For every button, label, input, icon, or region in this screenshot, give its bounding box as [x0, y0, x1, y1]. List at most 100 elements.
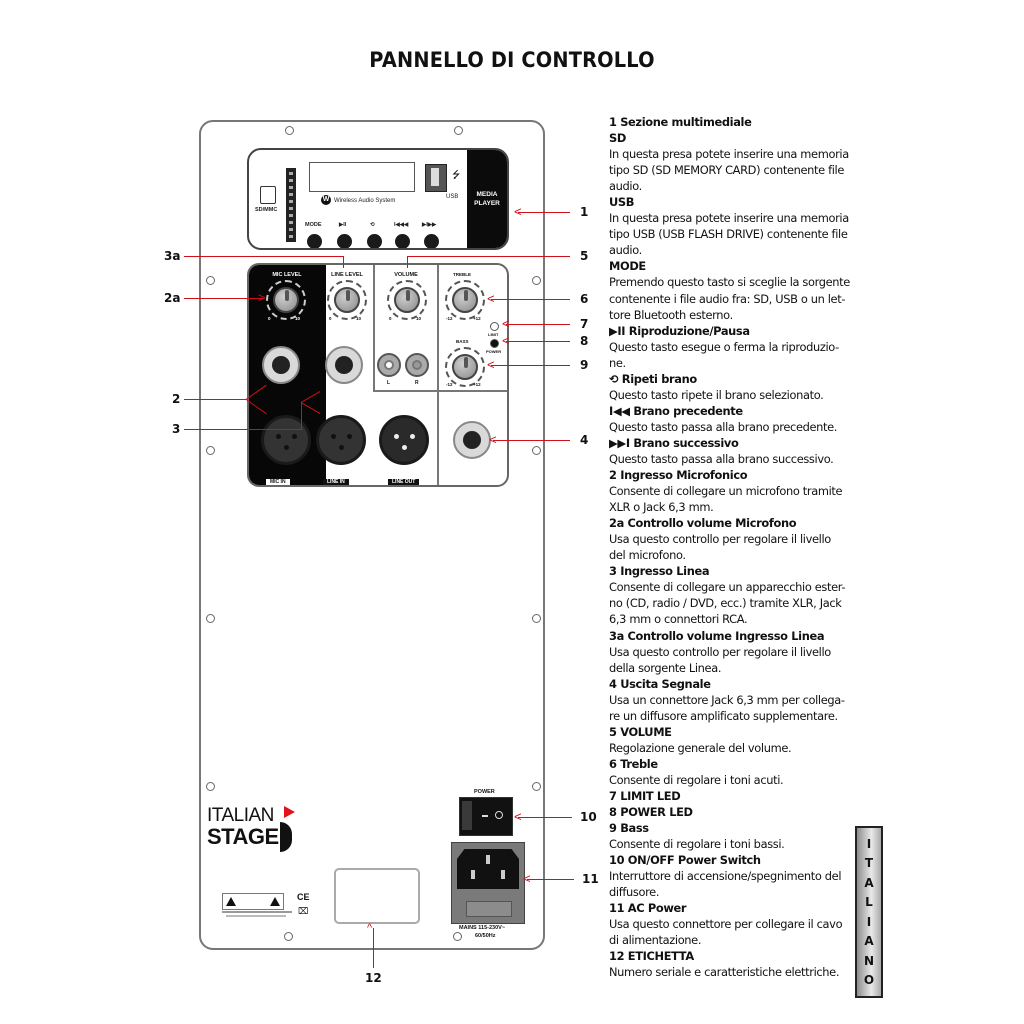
volume-knob[interactable]	[394, 287, 420, 313]
power-switch[interactable]	[459, 797, 513, 836]
description-text: Usa questo connettore per collegare il c…	[609, 917, 843, 932]
arrow-head-icon: <	[514, 809, 522, 824]
description-heading: 6 Treble	[609, 756, 658, 771]
callout-5: 5	[580, 249, 589, 263]
bass-knob[interactable]	[452, 354, 478, 380]
screw-hole	[532, 276, 541, 285]
description-heading: ▶▶I Brano successivo	[609, 435, 739, 450]
brand-text: Wireless Audio System	[334, 198, 396, 204]
language-tab-letter: I	[866, 836, 872, 851]
description-text: 6,3 mm o connettori RCA.	[609, 612, 748, 627]
description-text: re un diffusore amplificato supplementar…	[609, 708, 838, 723]
treble-knob[interactable]	[452, 287, 478, 313]
description-text: tipo SD (SD MEMORY CARD) contenente file	[609, 163, 845, 178]
description-text: Questo tasto passa alla brano successivo…	[609, 451, 834, 466]
repeat-button[interactable]	[367, 234, 382, 248]
sd-label: SD/MMC	[255, 207, 278, 213]
logo-line1: ITALIAN	[207, 805, 274, 826]
description-text: no (CD, radio / DVD, ecc.) tramite XLR, …	[609, 596, 842, 611]
callout-10: 10	[580, 810, 597, 824]
lcd-display	[309, 162, 415, 192]
italian-stage-logo: ITALIAN STAGE	[207, 805, 295, 852]
description-heading: 1 Sezione multimediale	[609, 115, 752, 129]
arrow-head-icon: <	[487, 357, 495, 372]
wireless-audio-logo-icon: W	[321, 195, 331, 205]
usb-icon: ⭍	[452, 170, 461, 181]
description-text: di alimentazione.	[609, 933, 702, 948]
callout-line-2	[184, 399, 246, 401]
limit-led-label: LIMIT	[488, 332, 499, 337]
previous-track-button[interactable]	[395, 234, 410, 248]
screw-hole	[532, 614, 541, 623]
callout-2: 2	[172, 392, 181, 406]
ce-mark: CE	[297, 892, 310, 902]
bass-max: +12	[473, 382, 481, 387]
description-heading: 10 ON/OFF Power Switch	[609, 853, 761, 868]
callout-line-3a	[184, 256, 344, 258]
callout-line-2a	[184, 298, 264, 300]
screw-hole	[532, 446, 541, 455]
rca-left-input[interactable]	[377, 353, 401, 377]
language-tab-letter: I	[866, 914, 872, 929]
description-heading: 2 Ingresso Microfonico	[609, 468, 748, 483]
arrow-head-icon: <	[514, 204, 522, 219]
description-text: In questa presa potete inserire una memo…	[609, 147, 849, 162]
description-text: Consente di regolare i toni bassi.	[609, 837, 785, 852]
play-pause-button[interactable]	[337, 234, 352, 248]
arrow-head-icon: ^	[367, 922, 373, 934]
callout-line-10	[518, 817, 572, 819]
screw-hole	[284, 932, 293, 941]
line-xlr-input[interactable]	[316, 415, 366, 465]
usb-port[interactable]	[425, 164, 447, 192]
callout-1: 1	[580, 205, 589, 219]
mode-button-label: MODE	[305, 222, 322, 228]
power-switch-label: POWER	[474, 789, 495, 795]
logo-red-flag-icon	[284, 806, 295, 818]
description-text: ne.	[609, 355, 626, 370]
description-text: tore Bluetooth esterno.	[609, 307, 733, 322]
treble-min: -12	[446, 316, 453, 321]
description-text: Usa questo controllo per regolare il liv…	[609, 532, 831, 547]
description-heading: 8 POWER LED	[609, 805, 693, 820]
language-tab-letter: L	[865, 895, 873, 910]
mic-jack-input[interactable]	[262, 346, 300, 384]
treble-max: +12	[473, 316, 481, 321]
line-out-xlr[interactable]	[379, 415, 429, 465]
line-out-label: LINE OUT	[388, 479, 420, 485]
callout-2a: 2a	[164, 291, 181, 305]
controls-section: MIC LEVEL 0 10 LINE LEVEL 0 10 VOLUME 0 …	[247, 263, 509, 487]
description-text: Questo tasto ripete il brano selezionato…	[609, 387, 824, 402]
serial-label-area	[334, 868, 420, 924]
mic-level-knob[interactable]	[273, 287, 299, 313]
media-player-section: SD/MMC W Wireless Audio System ⭍ USB MED…	[247, 148, 509, 250]
line-level-knob[interactable]	[334, 287, 360, 313]
description-heading: 11 AC Power	[609, 901, 687, 916]
signal-out-jack[interactable]	[453, 421, 491, 459]
description-text: Premendo questo tasto si sceglie la sorg…	[609, 275, 850, 290]
callout-line-11	[527, 879, 574, 881]
screw-hole	[454, 126, 463, 135]
line-level-max: 10	[356, 316, 362, 321]
power-led	[490, 339, 499, 348]
description-heading: 7 LIMIT LED	[609, 788, 681, 803]
warning-triangle-icon	[270, 897, 280, 906]
line-jack-input[interactable]	[325, 346, 363, 384]
weee-bin-icon: ⌧	[298, 906, 309, 916]
ac-power-inlet[interactable]	[451, 842, 525, 924]
mode-button[interactable]	[307, 234, 322, 248]
arrow-head-icon: <	[523, 871, 531, 886]
callout-line-5	[408, 256, 570, 258]
description-text: Regolazione generale del volume.	[609, 740, 792, 755]
callout-9: 9	[580, 358, 589, 372]
rca-right-input[interactable]	[405, 353, 429, 377]
callout-3a: 3a	[164, 249, 181, 263]
mic-xlr-input[interactable]	[261, 415, 311, 465]
sd-card-slot[interactable]	[286, 168, 296, 242]
language-tab-letter: O	[863, 973, 875, 988]
description-text: XLR o Jack 6,3 mm.	[609, 500, 714, 515]
language-tab-letter: A	[864, 875, 874, 890]
next-track-button[interactable]	[424, 234, 439, 248]
description-heading: 4 Uscita Segnale	[609, 676, 711, 691]
description-text: Usa un connettore Jack 6,3 mm per colleg…	[609, 692, 845, 707]
mic-level-label: MIC LEVEL	[272, 272, 302, 278]
